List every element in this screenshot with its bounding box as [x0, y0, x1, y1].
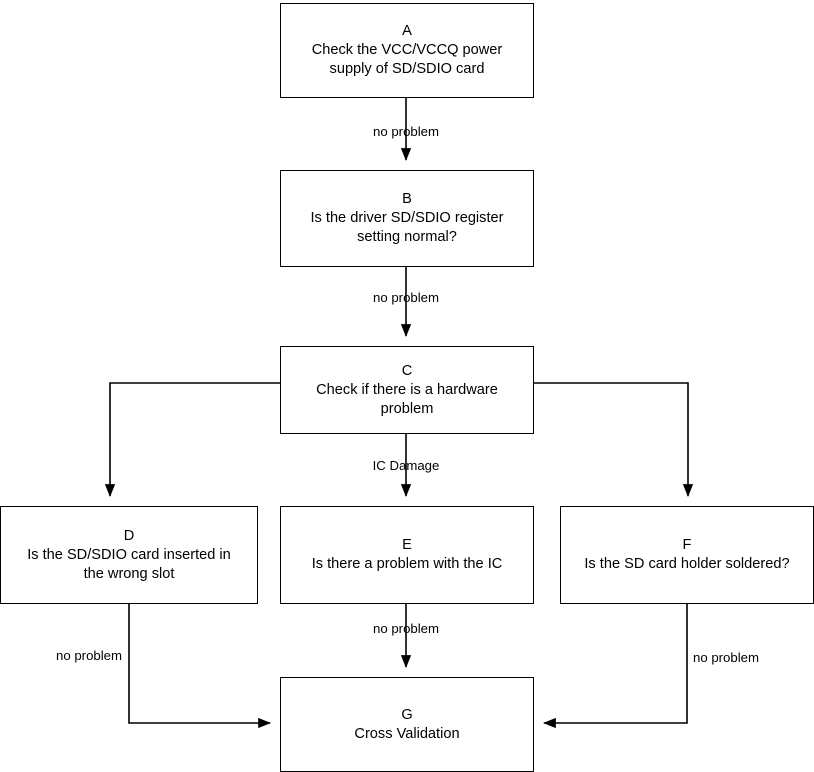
edge-label-b-to-c: no problem — [373, 290, 439, 305]
edge-f-to-g — [543, 604, 688, 729]
node-c-id: C — [401, 362, 413, 379]
edge-label-c-to-e: IC Damage — [372, 458, 440, 473]
node-d-id: D — [123, 527, 135, 544]
edge-c-to-d — [104, 382, 280, 497]
node-g-id: G — [401, 706, 413, 723]
edge-d-to-g — [128, 604, 271, 729]
node-e[interactable]: E Is there a problem with the IC — [280, 506, 534, 604]
node-f-id: F — [682, 537, 692, 553]
node-b[interactable]: B Is the driver SD/SDIO register setting… — [280, 170, 534, 267]
node-a[interactable]: A Check the VCC/VCCQ power supply of SD/… — [280, 3, 534, 98]
node-f-text: Is the SD card holder soldered? — [584, 556, 790, 572]
node-a-text: Check the VCC/VCCQ power supply of SD/SD… — [311, 42, 503, 77]
edge-label-d-to-g: no problem — [56, 648, 122, 663]
node-b-id: B — [402, 191, 412, 207]
node-c[interactable]: C Check if there is a hardware problem — [280, 346, 534, 434]
edge-c-to-f — [534, 382, 694, 497]
node-e-text: Is there a problem with the IC — [311, 556, 503, 572]
edge-label-a-to-b: no problem — [373, 124, 439, 139]
node-d-text: Is the SD/SDIO card inserted in the wron… — [27, 546, 231, 582]
node-b-text: Is the driver SD/SDIO register setting n… — [310, 210, 504, 245]
node-c-text: Check if there is a hardware problem — [316, 381, 498, 417]
node-a-id: A — [402, 23, 412, 39]
node-f[interactable]: F Is the SD card holder soldered? — [560, 506, 814, 604]
edge-label-e-to-g: no problem — [373, 621, 439, 636]
node-g-text: Cross Validation — [354, 725, 460, 742]
node-g[interactable]: G Cross Validation — [280, 677, 534, 772]
edge-label-f-to-g: no problem — [693, 650, 759, 665]
node-d[interactable]: D Is the SD/SDIO card inserted in the wr… — [0, 506, 258, 604]
node-e-id: E — [402, 537, 412, 553]
